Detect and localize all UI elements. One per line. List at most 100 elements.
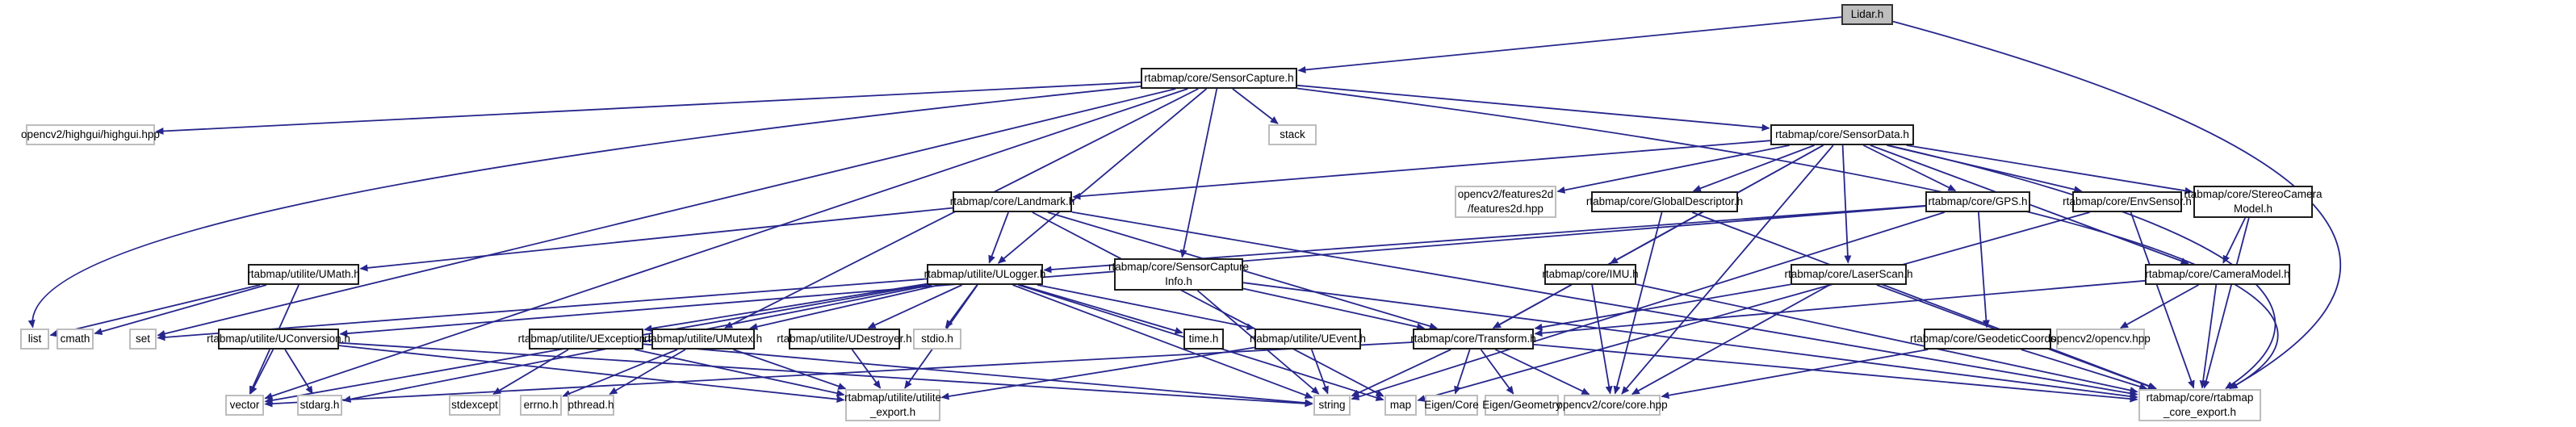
node-highgui: opencv2/highgui/highgui.hpp [21,124,160,145]
node-imu[interactable]: rtabmap/core/IMU.h [1542,264,1639,285]
node-uconversion[interactable]: rtabmap/utilite/UConversion.h [207,329,350,350]
edge-imu-transform [1493,284,1572,329]
node-pthread: pthread.h [568,395,614,416]
edge-umutex-pthread [609,349,686,395]
edge-stereocam-core_export [2202,217,2250,389]
node-umath[interactable]: rtabmap/utilite/UMath.h [247,264,360,285]
node-globaldescriptor[interactable]: rtabmap/core/GlobalDescriptor.h [1586,191,1743,212]
edge-ulogger-string [1012,284,1313,399]
node-features2d: opencv2/features2d /features2d.hpp [1455,186,1556,218]
edge-captureinfo-core_export [1242,282,2138,400]
node-stack: stack [1268,124,1317,145]
node-list: list [20,329,49,350]
node-eigencore: Eigen/Core [1424,395,1479,416]
edge-umutex-utilite_export [733,349,847,390]
node-cameramodel[interactable]: rtabmap/core/CameraModel.h [2145,264,2290,285]
node-captureinfo[interactable]: rtabmap/core/SensorCapture Info.h [1108,258,1249,291]
edge-umath-cmath [94,284,267,335]
node-envsensor[interactable]: rtabmap/core/EnvSensor.h [2063,191,2192,212]
edge-sensorcapture-sensordata [1296,84,1770,132]
edge-landmark-core_export [1071,211,2138,397]
edge-cameramodel-opencvhpp [2120,284,2199,329]
node-errno: errno.h [520,395,562,416]
edge-sensorcapture-list [27,86,1141,329]
node-timeh[interactable]: time.h [1183,329,1224,350]
node-stdexcept: stdexcept [449,395,501,416]
node-uexception[interactable]: rtabmap/utilite/UException.h [518,329,654,350]
edge-ulogger-udestroyer [867,284,963,329]
node-landmark[interactable]: rtabmap/core/Landmark.h [950,191,1074,212]
node-cmath: cmath [57,329,94,350]
edge-lidar-sensorcapture [1297,16,1842,73]
edge-ulogger-uevent [1037,284,1255,331]
edge-umutex-errno [562,349,678,397]
edge-envsensor-core_export [2130,211,2195,389]
edge-sensordata-landmark [1072,140,1771,200]
edge-sensordata-stereocam [1906,144,2193,195]
edge-ulogger-uexception [643,283,928,333]
edge-transform-eigengeom [1480,349,1514,395]
edge-uexception-string [643,343,1313,407]
edge-laserscan-corehpp [1631,284,1830,396]
node-stereocam[interactable]: rtabmap/core/StereoCamera Model.h [2184,186,2323,218]
edge-transform-core_export [1533,343,2138,403]
edge-imu-corehpp [1591,284,1613,395]
node-stdarg: stdarg.h [297,395,342,416]
node-opencvhpp: opencv2/opencv.hpp [2050,329,2151,350]
edge-cameramodel-transform [1534,279,2146,337]
edge-landmark-umath [359,207,953,272]
edge-sensorcapture-ulogger [997,88,1208,264]
node-vector: vector [225,395,264,416]
edge-udestroyer-utilite_export [851,349,882,389]
node-transform[interactable]: rtabmap/core/Transform.h [1410,329,1536,350]
edge-gps-string [1351,211,1945,400]
edge-sensordata-gps [1862,144,1957,192]
edge-captureinfo-transform [1242,287,1426,331]
node-geodeticcoords[interactable]: rtabmap/core/GeodeticCoords.h [1910,329,2065,350]
edge-sensordata-laserscan [1841,144,1852,264]
edge-gps-geodeticcoords [1978,211,1990,329]
edge-landmark-map [1032,211,1384,397]
edge-uevent-string [1310,349,1329,395]
node-laserscan[interactable]: rtabmap/core/LaserScan.h [1784,264,1913,285]
edge-transform-vector [264,341,1414,408]
edge-cameramodel-core_export [2199,284,2218,389]
edge-ulogger-umutex [749,284,940,331]
node-udestroyer[interactable]: rtabmap/utilite/UDestroyer.h [777,329,912,350]
edge-laserscan-transform [1534,283,1791,331]
edge-uevent-utilite_export [940,346,1255,400]
node-umutex[interactable]: rtabmap/utilite/UMutex.h [644,329,762,350]
edge-umath-list [49,284,261,337]
node-uevent[interactable]: rtabmap/utilite/UEvent.h [1250,329,1366,350]
edge-sensorcapture-stack [1232,88,1279,124]
edge-uexception-stdexcept [492,349,569,395]
edge-sensorcapture-set [157,88,1176,337]
edge-transform-corehpp [1494,349,1590,396]
edge-sensorcapture-highgui [155,82,1141,135]
edge-uexception-utilite_export [635,349,845,397]
edge-ulogger-timeh [1020,284,1183,334]
edge-geodeticcoords-core_export [2021,349,2148,391]
node-gps[interactable]: rtabmap/core/GPS.h [1925,191,2030,212]
edge-imu-core_export [1636,283,2138,394]
edge-sensordata-globaldescriptor [1692,144,1815,192]
edge-envsensor-map [1417,211,2090,402]
node-map: map [1384,395,1417,416]
edge-sensorcapture-core_export [1296,87,2279,390]
node-sensorcapture[interactable]: rtabmap/core/SensorCapture.h [1141,68,1297,89]
edge-globaldescriptor-corehpp [1613,211,1663,395]
node-sensordata[interactable]: rtabmap/core/SensorData.h [1770,124,1914,145]
node-set: set [129,329,157,350]
edge-uconversion-vector [249,349,274,395]
node-stdio: stdio.h [913,329,961,350]
node-corehpp: opencv2/core/core.hpp [1556,395,1668,416]
node-ulogger[interactable]: rtabmap/utilite/ULogger.h [924,264,1045,285]
node-string: string [1313,395,1351,416]
edge-ulogger-stdio [945,284,978,329]
edge-sensorcapture-vector [264,88,1188,400]
edge-landmark-ulogger [988,211,1009,264]
edge-uconversion-utilite_export [338,345,845,404]
